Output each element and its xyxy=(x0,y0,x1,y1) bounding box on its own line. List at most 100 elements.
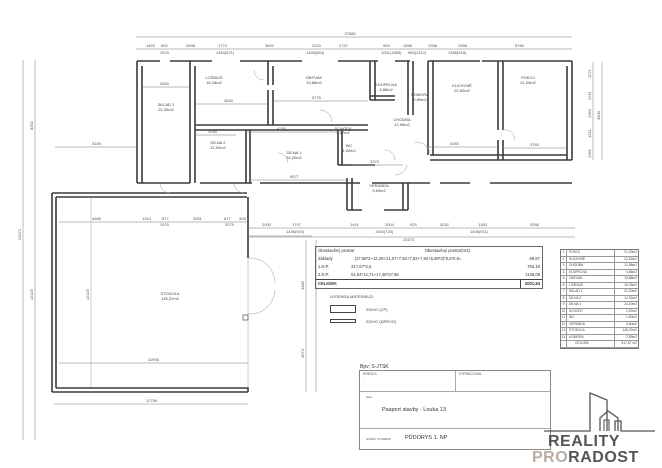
room-wc: WC xyxy=(346,143,353,148)
svg-text:12119: 12119 xyxy=(29,288,34,300)
svg-text:12756: 12756 xyxy=(146,398,158,403)
svg-text:1300(720): 1300(720) xyxy=(375,229,394,234)
svg-text:2,89m2: 2,89m2 xyxy=(413,97,427,102)
wood-swatch-icon xyxy=(330,319,356,323)
svg-text:3351: 3351 xyxy=(193,216,203,221)
svg-text:1314: 1314 xyxy=(142,216,152,221)
svg-text:1001(1585): 1001(1585) xyxy=(381,50,402,55)
svg-text:1774: 1774 xyxy=(218,43,228,48)
svg-text:877: 877 xyxy=(224,216,231,221)
room-obyvak: OBÝVÁK xyxy=(306,75,323,80)
volume-row: 2.N.P. 51,64*12,71+17,48*27,56 1138,09 xyxy=(318,272,540,277)
svg-text:11996: 11996 xyxy=(148,357,160,362)
svg-text:1450(853): 1450(853) xyxy=(306,50,325,55)
coordinate-system: Bpv; S-JTSK xyxy=(360,364,389,370)
svg-text:1211: 1211 xyxy=(587,129,592,138)
lower-dimension-lines: 4665 1314 877 3351 877 308 1970 2079 200… xyxy=(59,216,575,242)
svg-text:1211: 1211 xyxy=(587,91,592,100)
room-stodola: STODOLA xyxy=(160,291,179,296)
svg-text:20473: 20473 xyxy=(403,237,415,242)
svg-text:1747: 1747 xyxy=(292,222,302,227)
svg-text:1958: 1958 xyxy=(458,43,468,48)
svg-text:5780: 5780 xyxy=(515,43,525,48)
svg-text:1436(920): 1436(920) xyxy=(286,229,305,234)
overall-width: 27586 xyxy=(344,31,356,36)
room-loznice: LOŽNICE xyxy=(205,75,223,80)
svg-text:3602: 3602 xyxy=(265,43,275,48)
svg-text:2220: 2220 xyxy=(312,43,322,48)
svg-text:3370: 3370 xyxy=(370,159,380,164)
svg-text:2747: 2747 xyxy=(339,43,349,48)
svg-text:19,88m2: 19,88m2 xyxy=(306,80,322,85)
volume-total-row: CELKEM: 2001,94 xyxy=(316,279,542,288)
svg-text:4900: 4900 xyxy=(596,110,601,120)
svg-text:6577: 6577 xyxy=(290,174,300,179)
barn-walls xyxy=(51,192,249,393)
svg-text:1558: 1558 xyxy=(403,43,413,48)
svg-text:22,30m2: 22,30m2 xyxy=(158,107,174,112)
svg-text:5169: 5169 xyxy=(92,141,102,146)
project-cell: akce Pasport stavby - Louka 13 xyxy=(360,392,550,429)
svg-text:308: 308 xyxy=(239,216,246,221)
prepared-cell: VYPRACOVAL xyxy=(458,372,482,376)
room-koupelna: KOUPELNA xyxy=(375,82,397,87)
svg-text:4053: 4053 xyxy=(450,141,460,146)
svg-text:9,60m2: 9,60m2 xyxy=(372,188,386,193)
svg-text:4830: 4830 xyxy=(224,98,234,103)
room-schody: SCHODY xyxy=(334,126,351,131)
door-arcs xyxy=(159,69,516,315)
left-dimension-lines: 8352 21071 12119 5169 xyxy=(17,60,136,440)
svg-text:1453: 1453 xyxy=(146,43,156,48)
svg-text:16,28m2: 16,28m2 xyxy=(206,80,222,85)
room-sklad1: SKLAD 1 xyxy=(158,102,175,107)
room-chodba: CHODBA xyxy=(393,117,410,122)
volume-table-header: Obestavěný prostor Obestavěný prostor(m3… xyxy=(318,248,470,253)
volume-row: Základy (27,58*2+12,29+21,07+7,92+7,92+7… xyxy=(318,256,540,261)
legend-item: ZDIVO (DŘEVO) xyxy=(330,315,396,327)
svg-text:877: 877 xyxy=(162,216,169,221)
svg-text:22,82m2: 22,82m2 xyxy=(454,88,470,93)
drawing-name-cell: NÁZEV VÝKRESU PŮDORYS 1. NP xyxy=(366,435,448,441)
title-block: KRESLIL - VYPRACOVAL akce Pasport stavby… xyxy=(359,370,551,450)
room-kuchyne: KUCHYNĚ xyxy=(452,83,472,88)
svg-text:12,98m2: 12,98m2 xyxy=(394,122,410,127)
svg-text:2079: 2079 xyxy=(225,222,235,227)
room-pokoj: POKOJ xyxy=(521,75,535,80)
barn-dimension-lines: 12119 11996 12756 4974 3485 xyxy=(54,240,317,405)
room-labels: SKLAD 1 22,30m2 LOŽNICE 16,28m2 OBÝVÁK 1… xyxy=(158,75,537,301)
room-dilna2: DÍLNA 2 xyxy=(211,140,227,145)
svg-text:925: 925 xyxy=(410,222,417,227)
svg-text:959: 959 xyxy=(383,43,390,48)
svg-text:2800: 2800 xyxy=(160,81,170,86)
svg-text:2698: 2698 xyxy=(186,43,196,48)
svg-text:1358: 1358 xyxy=(428,43,438,48)
svg-text:1365: 1365 xyxy=(587,148,592,158)
svg-text:3055: 3055 xyxy=(208,129,218,134)
building-skyline-icon xyxy=(544,392,655,432)
svg-text:1356(918): 1356(918) xyxy=(448,50,467,55)
svg-text:1,50m2: 1,50m2 xyxy=(342,148,356,153)
project-name: Pasport stavby - Louka 13 xyxy=(382,407,446,413)
house-walls xyxy=(136,60,573,211)
top-dimension-lines: 27586 1453 600 2698 1774 3602 2220 2747 … xyxy=(136,31,572,55)
svg-text:3032: 3032 xyxy=(440,222,450,227)
svg-text:1970: 1970 xyxy=(160,222,170,227)
svg-text:4974: 4974 xyxy=(300,348,305,358)
room-dilna1: DÍLNA 1 xyxy=(287,150,303,155)
svg-text:21,03m2: 21,03m2 xyxy=(520,80,536,85)
